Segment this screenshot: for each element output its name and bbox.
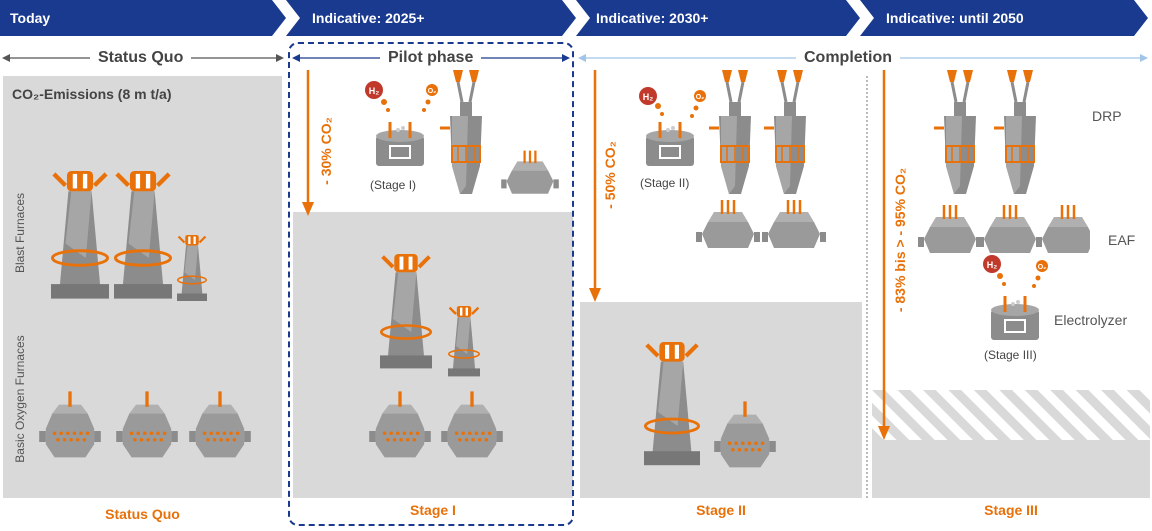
stage1-electrolyzer-label: (Stage I) xyxy=(370,178,417,192)
electrolyzer-icon xyxy=(989,294,1041,342)
stage-label-stage2: Stage II xyxy=(696,502,746,518)
stage1-panel xyxy=(293,212,573,498)
stage3-electrolyzer: H₂ O₂ xyxy=(983,255,1048,342)
stage2-panel xyxy=(580,302,862,498)
electrolyzer-icon xyxy=(644,120,696,168)
o2-label: O₂ xyxy=(1038,264,1047,271)
timeline-2025: Indicative: 2025+ xyxy=(312,10,425,26)
stage1-top-equipment: H₂ O₂ xyxy=(365,68,560,196)
label-bof: Basic Oxygen Furnaces xyxy=(13,335,27,463)
oxygen-bubble-icon xyxy=(690,90,706,118)
basic-oxygen-furnace-icon xyxy=(439,390,505,460)
blast-furnace-icon xyxy=(644,342,700,465)
direct-reduction-plant-icon xyxy=(932,68,978,196)
basic-oxygen-furnace-icon xyxy=(37,390,103,460)
stage1-blast-furnaces xyxy=(378,252,482,378)
basic-oxygen-furnace-icon xyxy=(367,390,433,460)
legend-electrolyzer: Electrolyzer xyxy=(1054,312,1128,328)
blast-furnace-icon xyxy=(378,252,434,371)
blast-furnace-icon xyxy=(51,171,109,299)
electric-arc-furnace-icon xyxy=(1034,203,1090,255)
stage-label-stage3: Stage III xyxy=(984,502,1038,518)
electric-arc-furnace-icon xyxy=(976,203,1044,255)
stage3-panel xyxy=(872,440,1150,498)
direct-reduction-plant-icon xyxy=(992,68,1038,196)
stage3-electrolyzer-label: (Stage III) xyxy=(984,348,1037,362)
stage-separator xyxy=(866,76,868,498)
direct-reduction-plant-icon xyxy=(707,68,753,196)
stage-label-status-quo: Status Quo xyxy=(105,506,180,522)
o2-label: O₂ xyxy=(696,94,705,101)
h2-label: H₂ xyxy=(369,86,380,96)
timeline-2050: Indicative: until 2050 xyxy=(886,10,1024,26)
electrolyzer-icon xyxy=(374,120,426,168)
stage3-top-equipment xyxy=(916,68,1090,255)
phase-pilot: Pilot phase xyxy=(380,48,482,68)
timeline-today: Today xyxy=(10,10,51,26)
stage2-top-equipment: H₂ O₂ xyxy=(639,68,828,250)
stage2-reduction-label: - 50% CO₂ xyxy=(602,141,618,209)
o2-label: O₂ xyxy=(428,88,437,95)
oxygen-bubble-icon xyxy=(422,84,438,112)
phase-completion: Completion xyxy=(796,48,900,68)
electric-arc-furnace-icon xyxy=(916,203,984,255)
status-quo-blast-furnaces xyxy=(40,170,209,303)
blast-furnace-icon xyxy=(446,304,482,378)
stage3-reduction-label: - 83% bis > - 95% CO₂ xyxy=(892,167,908,313)
electric-arc-furnace-icon xyxy=(760,198,828,250)
h2-label: H₂ xyxy=(643,92,654,102)
status-quo-bof xyxy=(37,390,253,460)
stage3-reduction-arrow xyxy=(878,70,890,440)
electric-arc-furnace-icon xyxy=(694,198,762,250)
stage2-electrolyzer-label: (Stage II) xyxy=(640,176,690,190)
timeline-2030: Indicative: 2030+ xyxy=(596,10,709,26)
blast-furnace-icon xyxy=(114,171,172,299)
stage-label-stage1: Stage I xyxy=(410,502,456,518)
stage1-reduction-arrow xyxy=(302,70,314,216)
label-blast-furnaces: Blast Furnaces xyxy=(13,192,27,274)
pilot-phase-border xyxy=(288,42,574,526)
basic-oxygen-furnace-icon xyxy=(187,390,253,460)
hydrogen-bubble-icon xyxy=(639,87,664,116)
hydrogen-bubble-icon xyxy=(365,81,390,112)
stage2-lower-equipment xyxy=(630,330,778,470)
emissions-title: CO₂-Emissions (8 m t/a) xyxy=(12,86,172,102)
electric-arc-furnace-icon xyxy=(500,149,560,195)
blast-furnace-icon xyxy=(175,233,209,303)
stage3-hatch xyxy=(872,390,1150,440)
h2-label: H₂ xyxy=(987,260,998,270)
stage2-reduction-arrow xyxy=(589,70,601,302)
phase-status-quo: Status Quo xyxy=(90,48,192,68)
oxygen-bubble-icon xyxy=(1032,260,1048,288)
hydrogen-bubble-icon xyxy=(983,255,1006,286)
direct-reduction-plant-icon xyxy=(762,68,808,196)
timeline-banner xyxy=(0,0,1148,36)
stage1-bof xyxy=(367,390,505,460)
basic-oxygen-furnace-icon xyxy=(712,399,778,470)
legend-eaf: EAF xyxy=(1108,232,1136,248)
basic-oxygen-furnace-icon xyxy=(114,390,180,460)
direct-reduction-plant-icon xyxy=(438,68,484,196)
legend-drp: DRP xyxy=(1092,108,1122,124)
stage1-reduction-label: - 30% CO₂ xyxy=(318,117,334,185)
